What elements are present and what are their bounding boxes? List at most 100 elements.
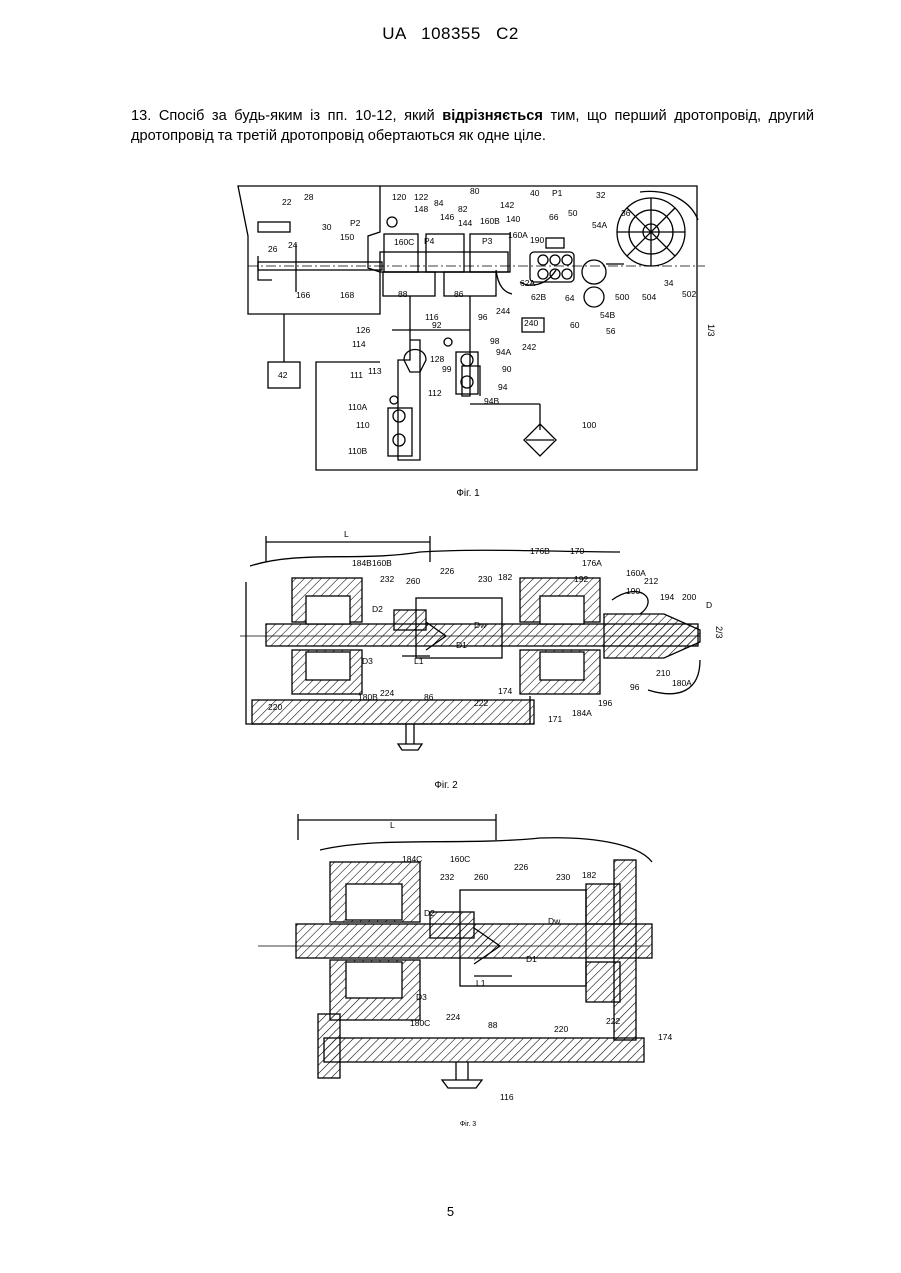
reference-label: 148 [414,204,428,214]
sheet-2-marker: 2/3 [714,626,724,639]
reference-label: 232 [440,872,454,882]
reference-label: 50 [568,208,578,218]
reference-label: 220 [554,1024,568,1034]
reference-label: 244 [496,306,510,316]
reference-label: 160C [450,854,470,864]
page-number: 5 [0,1204,901,1219]
reference-label: 96 [478,312,488,322]
reference-label: 62B [531,292,546,302]
reference-label: D3 [362,656,373,666]
reference-label: D2 [372,604,383,614]
reference-label: 174 [658,1032,672,1042]
reference-label: 88 [398,289,408,299]
reference-label: 28 [304,192,314,202]
reference-label: 34 [664,278,674,288]
reference-label: 192 [574,574,588,584]
reference-label: 56 [606,326,616,336]
reference-label: D2 [424,908,435,918]
reference-label: Dw [548,916,561,926]
reference-label: 128 [430,354,444,364]
reference-label: 224 [380,688,394,698]
reference-label: 182 [582,870,596,880]
reference-label: 90 [502,364,512,374]
reference-label: 30 [322,222,332,232]
reference-label: 100 [582,420,596,430]
reference-label: D [706,600,712,610]
reference-label: 80 [470,186,480,196]
reference-label: 182 [498,572,512,582]
reference-label: 150 [340,232,354,242]
reference-label: 116 [500,1092,514,1102]
reference-label: 224 [446,1012,460,1022]
reference-label: 171 [548,714,562,724]
reference-label: 170 [570,546,584,556]
reference-label: 36 [621,208,631,218]
reference-label: 86 [424,692,434,702]
reference-label: 222 [606,1016,620,1026]
figure-1-schematic [238,186,705,470]
reference-label: 82 [458,204,468,214]
reference-label: 226 [440,566,454,576]
reference-label: 26 [268,244,278,254]
reference-label: 94 [498,382,508,392]
reference-label: 114 [352,339,366,349]
reference-label: 110A [348,402,368,412]
reference-label: 200 [682,592,696,602]
reference-label: 66 [549,212,559,222]
reference-label: 42 [278,370,288,380]
reference-label: 146 [440,212,454,222]
reference-label: 62A [520,278,535,288]
reference-label: 54A [592,220,607,230]
reference-label: 160B [480,216,500,226]
reference-label: D1 [456,640,467,650]
reference-label: 210 [656,668,670,678]
sheet-1-marker: 1/3 [706,324,716,337]
reference-label: 190 [530,235,544,245]
reference-label: 502 [682,289,696,299]
reference-label: L1 [414,656,424,666]
reference-label: P4 [424,236,435,246]
reference-label: 96 [630,682,640,692]
reference-label: 92 [432,320,442,330]
reference-label: 126 [356,325,370,335]
reference-label: 212 [644,576,658,586]
reference-label: 64 [565,293,575,303]
reference-label: 160B [372,558,392,568]
reference-label: 180A [672,678,692,688]
reference-label: D3 [416,992,427,1002]
reference-label: 176A [582,558,602,568]
reference-label: 220 [268,702,282,712]
reference-label: Dw [474,620,487,630]
reference-label: 176B [530,546,550,556]
reference-label: P2 [350,218,361,228]
figure-3-caption: Фіг. 3 [460,1120,476,1128]
reference-label: 260 [474,872,488,882]
reference-label: 240 [524,318,538,328]
reference-label: 180C [410,1018,430,1028]
reference-label: 232 [380,574,394,584]
figure-1-caption: Фіг. 1 [456,488,480,499]
reference-label: 190 [626,586,640,596]
reference-label: 242 [522,342,536,352]
reference-label: 111 [350,370,363,380]
reference-label: 168 [340,290,354,300]
reference-label: 230 [478,574,492,584]
reference-label: D1 [526,954,537,964]
reference-label: 180B [358,692,378,702]
reference-label: 94B [484,396,499,406]
reference-label: 142 [500,200,514,210]
reference-label: 40 [530,188,540,198]
reference-label: 160C [394,237,414,247]
reference-label: 113 [368,366,382,376]
figure-2-caption: Фіг. 2 [434,780,458,791]
reference-label: 84 [434,198,444,208]
reference-label: 110 [356,420,370,430]
reference-label: 94A [496,347,511,357]
reference-label: 230 [556,872,570,882]
reference-label: 500 [615,292,629,302]
reference-label: 120 [392,192,406,202]
reference-label: 112 [428,388,442,398]
reference-label: 32 [596,190,606,200]
reference-label: 504 [642,292,656,302]
